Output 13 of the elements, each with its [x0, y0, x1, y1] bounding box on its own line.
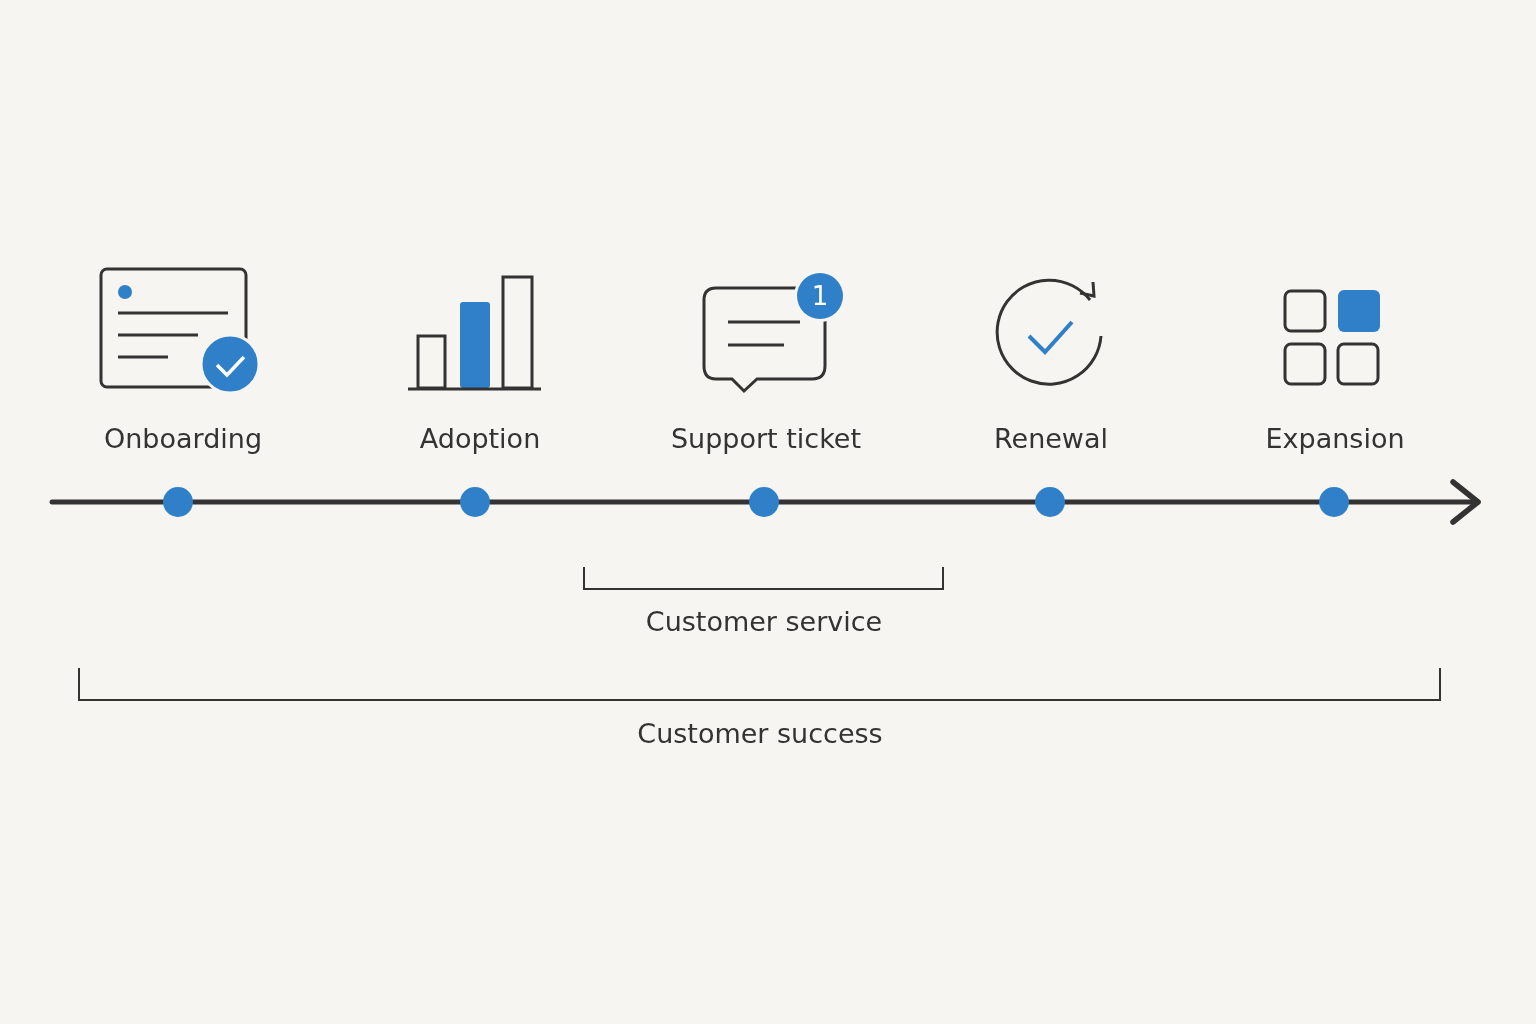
stage-label: Adoption: [419, 423, 541, 454]
timeline-dot: [749, 487, 779, 517]
notification-badge: 1: [797, 273, 843, 319]
timeline-dot: [1035, 487, 1065, 517]
stage-label: Onboarding: [103, 423, 263, 454]
timeline-dot: [1319, 487, 1349, 517]
timeline-dot: [460, 487, 490, 517]
bracket-label: Customer service: [645, 606, 883, 637]
stage-label: Renewal: [994, 423, 1108, 454]
bracket-label: Customer success: [637, 718, 883, 749]
timeline-dot: [163, 487, 193, 517]
stage-label: Expansion: [1265, 423, 1405, 454]
stage-label: Support ticket: [670, 423, 862, 454]
